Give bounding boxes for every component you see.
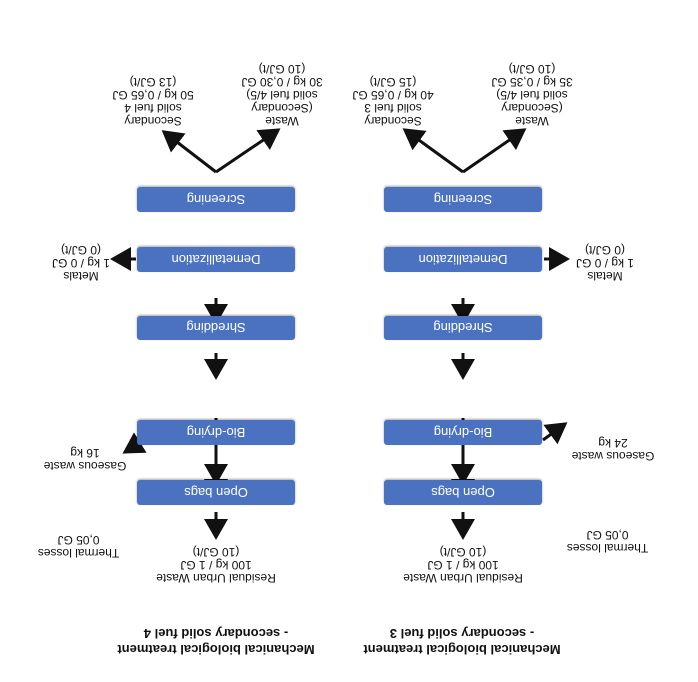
gaseous-waste-a: Gaseous waste 16 kg xyxy=(40,446,130,473)
arrow-a-ssf xyxy=(161,130,217,174)
arrow-b-ssf xyxy=(402,128,464,174)
step-a-screening: Screening xyxy=(137,187,295,212)
thermal-losses-a: Thermal losses 0,05 GJ xyxy=(31,533,126,560)
input-b-cv: (10 GJ/t) xyxy=(439,545,487,559)
gaseous-b-value: 24 kg xyxy=(598,436,628,450)
waste-output-a: Waste (Secondary solid fuel 4/5) 30 kg /… xyxy=(226,62,338,128)
step-b-screening: Screening xyxy=(384,187,542,212)
step-b-shredding: Shredding xyxy=(384,316,542,340)
input-label-a: Residual Urban Waste 100 kg / 1 GJ (10 G… xyxy=(136,545,296,585)
metals-a: Metals 1 kg / 0 GJ (0 GJ/t) xyxy=(41,243,121,283)
input-label-b: Residual Urban Waste 100 kg / 1 GJ (10 G… xyxy=(383,545,543,585)
gaseous-a-value: 16 kg xyxy=(70,446,100,460)
waste-b-line2: (Secondary xyxy=(501,101,563,115)
title-a: Mechanical biological treatment - second… xyxy=(106,625,326,657)
input-b-amount: 100 kg / 1 GJ xyxy=(427,558,499,572)
waste-a-line3: solid fuel 4/5) xyxy=(246,88,318,102)
ssf-a-line1: Secondary xyxy=(124,114,182,128)
input-a-amount: 100 kg / 1 GJ xyxy=(180,558,252,572)
thermal-b-label: Thermal losses xyxy=(566,541,649,555)
title-a-line1: Mechanical biological treatment xyxy=(117,642,315,657)
waste-b-line1: Waste xyxy=(515,114,549,128)
ssf-b-cv: (15 GJ/t) xyxy=(369,75,417,89)
title-b-line1: Mechanical biological treatment xyxy=(363,642,561,657)
waste-a-line1: Waste xyxy=(265,114,299,128)
waste-b-amount: 35 kg / 0,35 GJ xyxy=(491,75,573,89)
metals-a-amount: 1 kg / 0 GJ xyxy=(51,256,111,270)
metals-a-label: Metals xyxy=(63,269,99,283)
input-a-name: Residual Urban Waste xyxy=(156,571,276,585)
waste-b-cv: (10 GJ/t) xyxy=(508,62,556,76)
ssf-output-b: Secondary solid fuel 3 40 kg / 0,65 GJ (… xyxy=(343,75,443,128)
step-b-demetallization: Demetallization xyxy=(384,247,542,272)
title-b-line2: - secondary solid fuel 3 xyxy=(389,626,535,641)
waste-output-b: Waste (Secondary solid fuel 4/5) 35 kg /… xyxy=(476,62,588,128)
ssf-b-line2: solid fuel 3 xyxy=(364,101,422,115)
metals-a-cv: (0 GJ/t) xyxy=(61,243,102,257)
ssf-b-line1: Secondary xyxy=(364,114,422,128)
ssf-output-a: Secondary solid fuel 4 50 kg / 0,65 GJ (… xyxy=(103,75,203,128)
metals-b-label: Metals xyxy=(587,269,623,283)
thermal-losses-b: Thermal losses 0,05 GJ xyxy=(560,528,655,555)
step-b-bio-drying: Bio-drying xyxy=(384,420,542,445)
ssf-b-amount: 40 kg / 0,65 GJ xyxy=(352,88,434,102)
input-b-name: Residual Urban Waste xyxy=(403,571,523,585)
thermal-a-label: Thermal losses xyxy=(37,546,120,560)
step-a-bio-drying: Bio-drying xyxy=(137,420,295,445)
thermal-b-value: 0,05 GJ xyxy=(586,528,629,542)
arrow-b-waste xyxy=(462,128,527,174)
step-b-open-bags: Open bags xyxy=(384,480,542,505)
gaseous-waste-b: Gaseous waste 24 kg xyxy=(568,436,658,463)
ssf-a-amount: 50 kg / 0,65 GJ xyxy=(112,88,194,102)
gaseous-b-label: Gaseous waste xyxy=(571,449,655,463)
title-a-line2: - secondary solid fuel 4 xyxy=(143,626,289,641)
waste-a-line2: (Secondary xyxy=(251,101,313,115)
input-a-cv: (10 GJ/t) xyxy=(192,545,240,559)
arrow-b-gas xyxy=(542,422,568,445)
gaseous-a-label: Gaseous waste xyxy=(43,459,127,473)
thermal-a-value: 0,05 GJ xyxy=(57,533,100,547)
step-a-shredding: Shredding xyxy=(137,316,295,340)
waste-a-amount: 30 kg / 0,30 GJ xyxy=(241,75,323,89)
metals-b-cv: (0 GJ/t) xyxy=(585,243,626,257)
arrow-a-waste xyxy=(215,128,281,174)
step-a-open-bags: Open bags xyxy=(137,480,295,505)
waste-b-line3: solid fuel 4/5) xyxy=(496,88,568,102)
step-a-demetallization: Demetallization xyxy=(137,247,295,272)
ssf-a-line2: solid fuel 4 xyxy=(124,101,182,115)
waste-a-cv: (10 GJ/t) xyxy=(258,62,306,76)
metals-b: Metals 1 kg / 0 GJ (0 GJ/t) xyxy=(565,243,645,283)
title-b: Mechanical biological treatment - second… xyxy=(352,625,572,657)
ssf-a-cv: (13 GJ/t) xyxy=(129,75,177,89)
metals-b-amount: 1 kg / 0 GJ xyxy=(575,256,635,270)
